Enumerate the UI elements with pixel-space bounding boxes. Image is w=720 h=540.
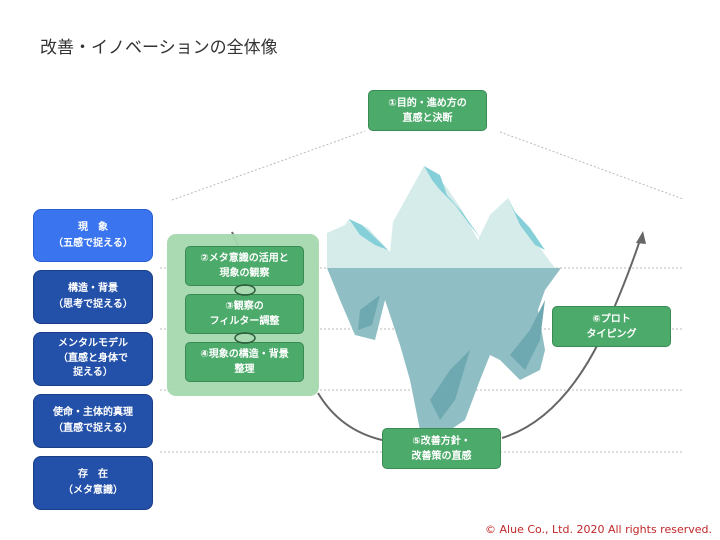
step-label: 現象の観察 <box>219 268 270 279</box>
roof-line-left <box>171 130 366 201</box>
step-label: ③観察の <box>225 301 264 312</box>
layer-label: 使命・主体的真理 <box>53 407 133 418</box>
layer-structure: 構造・背景 （思考で捉える） <box>33 270 153 324</box>
step-label: ②メタ意識の活用と <box>200 253 289 264</box>
layer-label: 存 在 <box>78 469 108 480</box>
step-label: ⑥プロト <box>592 313 631 325</box>
iceberg-icon <box>327 166 561 430</box>
page-title: 改善・イノベーションの全体像 <box>40 38 278 58</box>
step-1: ①目的・進め方の直感と決断 <box>368 90 487 131</box>
layer-label: 現 象 <box>78 221 108 233</box>
step-label: ⑤改善方針・ <box>412 435 471 447</box>
step-4: ④現象の構造・背景整理 <box>185 342 304 382</box>
layer-label: メンタルモデル <box>58 338 128 350</box>
roof-line-right <box>499 131 684 200</box>
layer-existence: 存 在 （メタ意識） <box>33 456 153 510</box>
layer-sublabel: （直感と身体で <box>58 352 128 364</box>
layer-sublabel: 捉える） <box>73 367 113 379</box>
step-label: ①目的・進め方の <box>388 97 467 109</box>
layer-label: 構造・背景 <box>68 283 118 294</box>
step-5: ⑤改善方針・改善策の直感 <box>382 428 501 469</box>
copyright: © Alue Co., Ltd. 2020 All rights reserve… <box>485 523 712 536</box>
layer-sublabel: （メタ意識） <box>63 485 123 496</box>
step-label: 整理 <box>234 364 255 375</box>
layer-sublabel: （思考で捉える） <box>53 299 133 310</box>
step-label: タイピング <box>586 328 637 340</box>
step-2: ②メタ意識の活用と現象の観察 <box>185 246 304 286</box>
step-3: ③観察のフィルター調整 <box>185 294 304 334</box>
arrow-head-icon <box>636 231 646 244</box>
layer-mission: 使命・主体的真理 （直感で捉える） <box>33 394 153 448</box>
layer-sublabel: （五感で捉える） <box>53 237 133 249</box>
step-label: 直感と決断 <box>402 112 453 124</box>
layer-mental-model: メンタルモデル （直感と身体で 捉える） <box>33 332 153 386</box>
step-label: フィルター調整 <box>209 316 280 327</box>
step-6: ⑥プロトタイピング <box>552 306 671 347</box>
layer-sublabel: （直感で捉える） <box>53 423 133 434</box>
step-label: 改善策の直感 <box>411 450 472 462</box>
layer-phenomenon: 現 象 （五感で捉える） <box>33 209 153 262</box>
step-label: ④現象の構造・背景 <box>200 349 289 360</box>
